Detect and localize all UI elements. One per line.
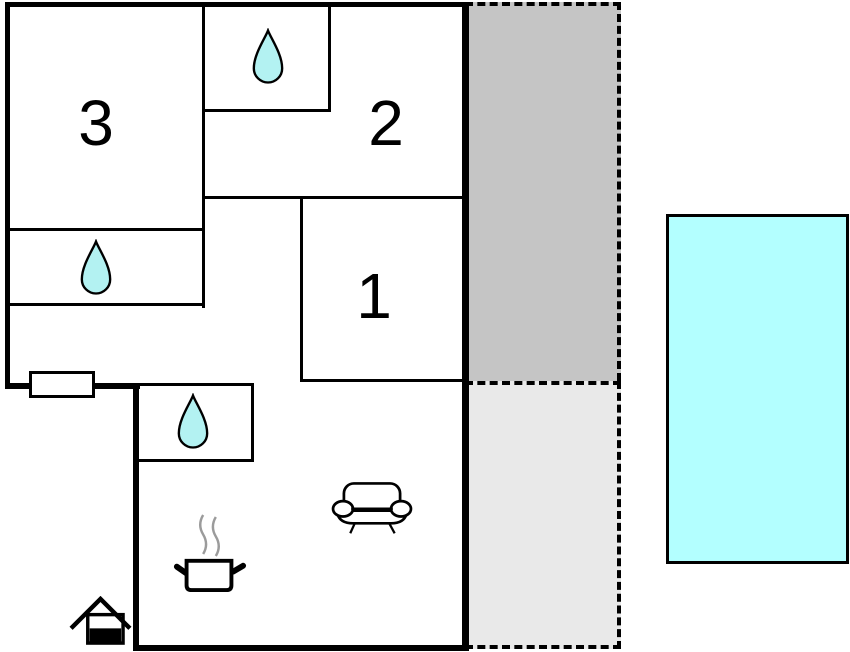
open-terrace <box>465 381 621 649</box>
covered-terrace <box>465 2 621 381</box>
wall-room3-right <box>202 4 205 308</box>
wall-outer-bottom <box>133 645 469 651</box>
wall-outer-left <box>5 2 10 388</box>
wall-outer-top <box>5 2 469 7</box>
steam-line <box>199 514 208 555</box>
steam-line <box>211 516 220 557</box>
wall-room1-bottom <box>300 379 465 382</box>
wall-bath-top-bottom <box>202 109 331 112</box>
sofa-icon <box>331 478 413 536</box>
wall-bath-left-bottom <box>7 303 205 306</box>
wall-hall-top <box>202 196 465 199</box>
steaming-pot-icon <box>170 512 248 596</box>
house-icon <box>69 596 132 647</box>
wall-bath-kitchen-right <box>251 383 254 462</box>
room-3-label: 3 <box>78 87 114 159</box>
wall-bath-kitchen-top <box>136 383 254 386</box>
wall-bath-kitchen-bottom <box>136 459 254 462</box>
wall-room1-left <box>300 196 303 382</box>
swimming-pool <box>666 214 849 564</box>
room-1-label: 1 <box>356 260 392 332</box>
water-drop-icon <box>79 239 113 297</box>
wall-room3-bottom <box>7 228 205 231</box>
water-drop-icon <box>176 393 210 451</box>
window-symbol <box>29 371 95 398</box>
wall-bath-top-right <box>328 4 331 112</box>
room-2-label: 2 <box>368 87 404 159</box>
wall-outer-west-lower <box>133 383 139 650</box>
water-drop-icon <box>251 28 285 86</box>
wall-outer-right <box>462 2 469 651</box>
